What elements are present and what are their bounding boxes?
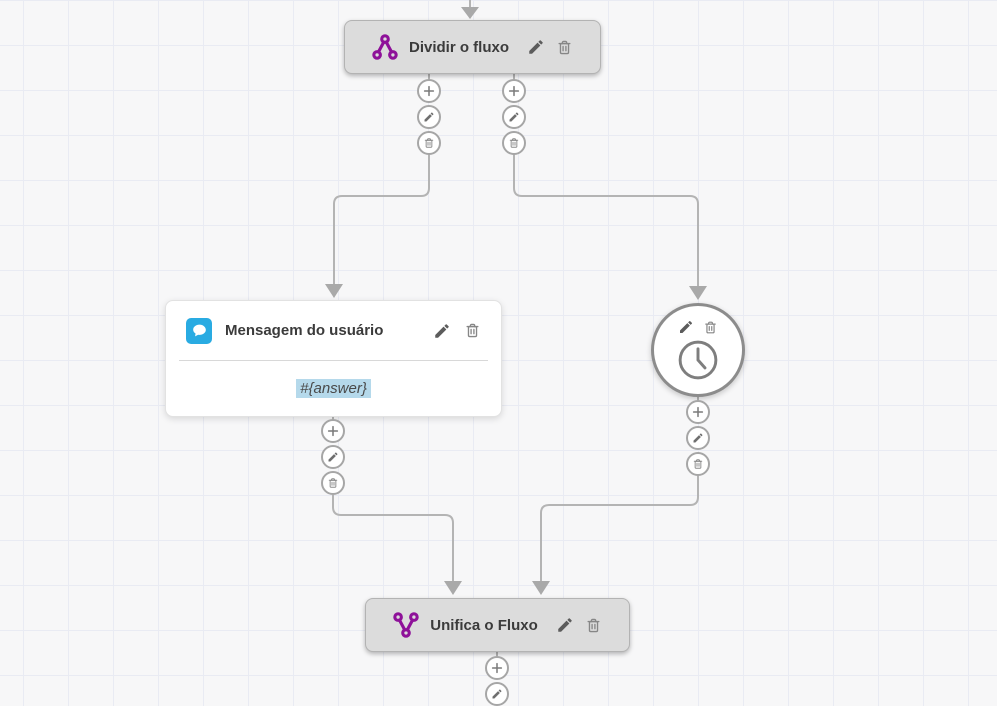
- node-timer-actions: [678, 319, 718, 335]
- connector-split-right-branch: [513, 74, 707, 300]
- edit-branch-button[interactable]: [502, 105, 526, 129]
- branch-actions-left: [417, 79, 441, 155]
- add-step-button[interactable]: [502, 79, 526, 103]
- node-user-message[interactable]: Mensagem do usuário #{answer}: [165, 300, 502, 417]
- chat-bubble-icon: [186, 317, 212, 344]
- node-user-message-header: Mensagem do usuário: [166, 301, 501, 360]
- edit-branch-button[interactable]: [417, 105, 441, 129]
- branch-actions-message: [321, 419, 345, 495]
- clock-icon: [676, 338, 720, 387]
- delete-branch-button[interactable]: [686, 452, 710, 476]
- add-step-button[interactable]: [686, 400, 710, 424]
- edit-branch-button[interactable]: [321, 445, 345, 469]
- pencil-icon[interactable]: [527, 38, 545, 56]
- node-user-message-label: Mensagem do usuário: [225, 322, 384, 339]
- node-split-flow[interactable]: Dividir o fluxo: [344, 20, 601, 74]
- connector-split-left-branch: [325, 74, 430, 298]
- add-step-button[interactable]: [485, 656, 509, 680]
- delete-branch-button[interactable]: [502, 131, 526, 155]
- branch-actions-merge: [485, 656, 509, 706]
- trash-icon[interactable]: [703, 320, 718, 335]
- connector-message-to-merge: [332, 417, 462, 595]
- branch-actions-timer: [686, 400, 710, 476]
- connector-lines: [325, 0, 707, 657]
- add-step-button[interactable]: [417, 79, 441, 103]
- node-split-flow-label: Dividir o fluxo: [408, 38, 509, 56]
- node-merge-flow[interactable]: Unifica o Fluxo: [365, 598, 630, 652]
- add-step-button[interactable]: [321, 419, 345, 443]
- edit-branch-button[interactable]: [485, 682, 509, 706]
- connector-timer-to-merge: [532, 397, 699, 595]
- trash-icon[interactable]: [556, 39, 573, 56]
- node-timer[interactable]: [651, 303, 745, 397]
- trash-icon[interactable]: [464, 322, 481, 339]
- delete-branch-button[interactable]: [321, 471, 345, 495]
- pencil-icon[interactable]: [678, 319, 694, 335]
- pencil-icon[interactable]: [556, 616, 574, 634]
- pencil-icon[interactable]: [433, 322, 451, 340]
- merge-flow-icon: [393, 612, 419, 638]
- connector-incoming-top: [461, 0, 479, 19]
- trash-icon[interactable]: [585, 617, 602, 634]
- node-merge-flow-label: Unifica o Fluxo: [430, 616, 538, 634]
- answer-variable[interactable]: #{answer}: [296, 379, 371, 398]
- delete-branch-button[interactable]: [417, 131, 441, 155]
- branch-actions-right: [502, 79, 526, 155]
- edit-branch-button[interactable]: [686, 426, 710, 450]
- split-flow-icon: [372, 34, 398, 60]
- node-user-message-body: #{answer}: [166, 361, 501, 416]
- card-divider: [179, 360, 488, 361]
